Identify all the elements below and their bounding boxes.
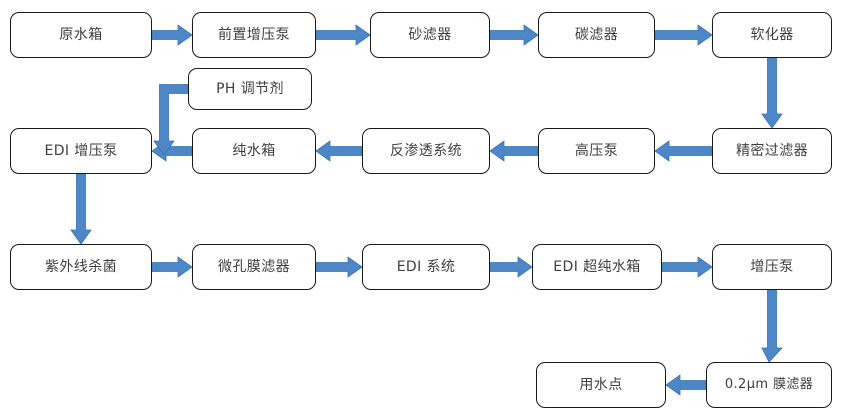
node-label: EDI 增压泵 bbox=[44, 142, 118, 159]
node-membrane-filter-02[interactable]: 0.2μm 膜滤器 bbox=[706, 362, 832, 408]
arrow-edi-system-to-edi-ultrapure-tank bbox=[489, 256, 533, 278]
node-micropore-filter[interactable]: 微孔膜滤器 bbox=[192, 244, 316, 290]
node-edi-booster-pump[interactable]: EDI 增压泵 bbox=[10, 128, 152, 174]
node-label: 用水点 bbox=[579, 376, 623, 393]
arrow-micropore-filter-to-edi-system bbox=[315, 256, 363, 278]
arrow-sand-filter-to-carbon-filter bbox=[489, 24, 539, 46]
arrow-raw-water-tank-to-pre-booster-pump bbox=[151, 24, 193, 46]
node-precision-filter[interactable]: 精密过滤器 bbox=[712, 128, 832, 174]
node-label: 碳滤器 bbox=[574, 26, 619, 43]
arrow-precision-filter-to-high-pressure-pump bbox=[654, 140, 713, 162]
node-uv-sterilizer[interactable]: 紫外线杀菌 bbox=[10, 244, 152, 290]
arrow-carbon-filter-to-softener bbox=[654, 24, 713, 46]
arrow-edi-ultrapure-tank-to-booster-pump bbox=[661, 256, 713, 278]
arrow-pre-booster-pump-to-sand-filter bbox=[315, 24, 371, 46]
node-label: PH 调节剂 bbox=[216, 80, 284, 97]
node-label: 增压泵 bbox=[750, 258, 794, 275]
node-ph-adjuster[interactable]: PH 调节剂 bbox=[188, 68, 312, 110]
node-label: 0.2μm 膜滤器 bbox=[724, 377, 814, 393]
node-label: 微孔膜滤器 bbox=[218, 258, 290, 275]
arrow-high-pressure-pump-to-ro-system bbox=[489, 140, 539, 162]
node-point-of-use[interactable]: 用水点 bbox=[536, 362, 666, 408]
node-label: 紫外线杀菌 bbox=[45, 258, 117, 275]
node-label: 反渗透系统 bbox=[390, 142, 462, 159]
node-high-pressure-pump[interactable]: 高压泵 bbox=[538, 128, 655, 174]
arrow-booster-pump-to-membrane-filter-02 bbox=[761, 289, 783, 363]
node-edi-ultrapure-tank[interactable]: EDI 超纯水箱 bbox=[532, 244, 662, 290]
arrow-softener-to-precision-filter bbox=[761, 57, 783, 129]
node-edi-system[interactable]: EDI 系统 bbox=[362, 244, 490, 290]
node-carbon-filter[interactable]: 碳滤器 bbox=[538, 12, 655, 58]
node-label: 砂滤器 bbox=[408, 26, 452, 43]
node-label: 软化器 bbox=[750, 26, 794, 43]
node-label: EDI 系统 bbox=[396, 258, 456, 275]
arrow-edi-booster-pump-to-uv-sterilizer bbox=[70, 173, 92, 245]
node-softener[interactable]: 软化器 bbox=[712, 12, 832, 58]
node-pure-water-tank[interactable]: 纯水箱 bbox=[192, 128, 316, 174]
arrow-uv-sterilizer-to-micropore-filter bbox=[151, 256, 193, 278]
arrow-ro-system-to-pure-water-tank bbox=[315, 140, 363, 162]
node-label: 纯水箱 bbox=[232, 142, 276, 159]
node-label: 精密过滤器 bbox=[736, 142, 808, 159]
arrow-pure-water-tank-to-edi-booster-pump bbox=[151, 140, 193, 162]
node-label: 原水箱 bbox=[59, 26, 103, 43]
node-raw-water-tank[interactable]: 原水箱 bbox=[10, 12, 152, 58]
node-label: 高压泵 bbox=[574, 142, 619, 159]
node-sand-filter[interactable]: 砂滤器 bbox=[370, 12, 490, 58]
arrow-ph-adjuster-to-pure-water-tank bbox=[153, 84, 189, 156]
node-label: EDI 超纯水箱 bbox=[553, 258, 641, 275]
node-booster-pump[interactable]: 增压泵 bbox=[712, 244, 832, 290]
node-label: 前置增压泵 bbox=[218, 26, 290, 43]
node-pre-booster-pump[interactable]: 前置增压泵 bbox=[192, 12, 316, 58]
node-ro-system[interactable]: 反渗透系统 bbox=[362, 128, 490, 174]
arrow-membrane-filter-02-to-point-of-use bbox=[665, 374, 707, 396]
